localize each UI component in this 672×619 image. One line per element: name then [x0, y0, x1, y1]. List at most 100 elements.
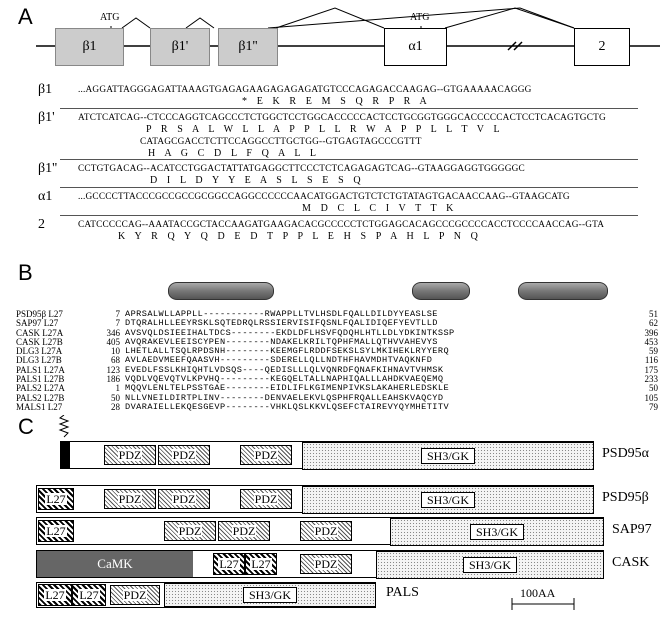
divider: [60, 187, 638, 188]
pdz-domain: PDZ: [300, 521, 352, 541]
l27-domain: L27: [245, 553, 277, 575]
alignment-row-sequence: DVARAIELLEKQESGEVP--------VHKLQSLKKVLQSE…: [125, 401, 450, 412]
pdz-domain: PDZ: [158, 489, 210, 509]
exon-b1: β1: [55, 28, 124, 66]
alignment-row-end: 175: [644, 364, 659, 375]
alignment-row-start: 7: [115, 309, 121, 319]
seq-aa-b1: * E K R E M S Q R P R A: [242, 96, 431, 107]
alignment-row-name: DLG3 L27B: [16, 355, 62, 366]
alignment-row-end: 233: [644, 374, 659, 385]
alignment-row-end: 79: [649, 401, 658, 412]
divider: [60, 215, 638, 216]
alignment-row-start: 123: [106, 364, 121, 375]
alignment-row-end: 51: [649, 309, 658, 319]
alignment-row-name: MALS1 L27: [16, 401, 63, 412]
alignment-row-start: 1: [115, 383, 121, 394]
palmitoylation-zigzag-icon: [58, 415, 70, 438]
pdz-domain: PDZ: [218, 521, 270, 541]
alignment-row-start: 28: [111, 401, 120, 412]
seq-nt-b1p-1: ATCTCATCAG--CTCCCAGGTCAGCCCTCTGGCTCCTGGC…: [78, 113, 606, 123]
panel-label-b: B: [18, 260, 33, 285]
alignment-row-name: DLG3 L27A: [16, 346, 63, 357]
seq-nt-a1: ...GCCCCTTACCCGCCGCCGCGGCCAGGCCCCCCAACAT…: [78, 192, 570, 202]
protein-name-pals: PALS: [386, 585, 419, 600]
l27-domain: L27: [38, 584, 72, 606]
alignment-row-start: 186: [106, 374, 121, 385]
panel-label-a: A: [18, 4, 33, 29]
atg-label-2: ATG: [410, 12, 430, 23]
seq-aa-b1p-1: P R S A L W L L A P P L L R W A P P L L …: [146, 124, 504, 135]
pdz-domain: PDZ: [158, 445, 210, 465]
camk-domain: CaMK: [37, 551, 193, 577]
alignment-row-start: 405: [106, 336, 121, 347]
scale-bar: [511, 598, 575, 610]
scale-bar-label: 100AA: [518, 586, 558, 601]
seq-aa-e2: K Y R Q Y Q D E D T P P L E H S P A H L …: [118, 231, 482, 242]
seq-nt-b1pp: CCTGTGACAG--ACATCCTGGACTATTATGAGGCTTCCCT…: [78, 164, 525, 174]
l27-domain: L27: [213, 553, 245, 575]
alignment-row-sequence: APRSALWLLAPPLL-----------RWAPPLLTVLHSDLF…: [125, 309, 438, 319]
pdz-domain: PDZ: [240, 489, 292, 509]
sh3-gk-domain: SH3/GK: [302, 486, 594, 514]
alignment-row-start: 68: [111, 355, 120, 366]
seq-label-b1pp: β1'': [38, 161, 58, 176]
sh3-gk-domain: SH3/GK: [164, 583, 376, 607]
seq-aa-b1pp: D I L D Y Y E A S L S E S Q: [150, 175, 365, 186]
alignment-row-name: PALS2 L27B: [16, 392, 65, 403]
pdz-domain: PDZ: [104, 489, 156, 509]
pdz-domain: PDZ: [240, 445, 292, 465]
alignment-row-sequence: MQQVLENLTELPSSTGAE--------EIDLIFLKGIMENP…: [125, 383, 450, 394]
alignment-row-sequence: DTQRALHLLEEYRSKLSQTEDRQLRSSIERVISIFQSNLF…: [125, 318, 438, 329]
alignment-row-end: 59: [649, 346, 658, 357]
seq-aa-a1: M D C L C I V T T K: [302, 203, 457, 214]
sh3-gk-domain: SH3/GK: [390, 518, 604, 546]
alignment-row-name: CASK L27A: [16, 327, 64, 338]
seq-label-a1: α1: [38, 189, 53, 204]
seq-nt-b1: ...AGGATTAGGGAGATTAAAGTGAGAGAAGAGAGAGATG…: [78, 85, 532, 95]
alignment-row-name: PSD95β L27: [16, 309, 63, 319]
seq-nt-b1p-2: CATAGCGACCTCTTCCAGGCCTTGCTGG--GTGAGTAGCC…: [140, 137, 422, 147]
alignment-row-end: 116: [644, 355, 658, 366]
pdz-domain: PDZ: [164, 521, 216, 541]
pdz-domain: PDZ: [300, 554, 352, 574]
seq-label-e2: 2: [38, 217, 45, 232]
alignment-row-sequence: EVEDLFSSLKHIQHTLVDSQS----QEDISLLLQLVQNRD…: [125, 364, 444, 375]
sh3-gk-domain: SH3/GK: [302, 442, 594, 470]
alignment-row-start: 50: [111, 392, 120, 403]
alignment-row-end: 62: [649, 318, 658, 329]
seq-nt-e2: CATCCCCCAG--AAATACCGCTACCAAGATGAAGACACGC…: [78, 220, 605, 230]
helix-3: [518, 282, 608, 300]
seq-label-b1: β1: [38, 82, 53, 97]
seq-label-b1p: β1': [38, 110, 55, 125]
helix-2: [412, 282, 470, 300]
atg-label-1: ATG: [100, 12, 120, 23]
alignment-row-name: CASK L27B: [16, 336, 63, 347]
panel-label-c: C: [18, 414, 34, 439]
alignment-row-name: PALS1 L27A: [16, 364, 65, 375]
protein-name-psd95b: PSD95β: [602, 490, 649, 505]
gene-structure-diagram: [36, 7, 660, 51]
alignment-row-end: 396: [644, 327, 659, 338]
alignment-row-name: PALS2 L27A: [16, 383, 65, 394]
alignment-row-end: 453: [644, 336, 659, 347]
alignment-row-sequence: AVQRAKEVLEEISCYPEN--------NDAKELKRILTQPH…: [125, 336, 438, 347]
alignment-row-sequence: NLLVNEILDIRTPLINV--------DENVAELEKVLQSPH…: [125, 392, 444, 403]
sh3-gk-domain: SH3/GK: [376, 551, 604, 579]
alignment-row-sequence: VQDLVQEVQTVLKPVHQ---------KEGQELTALLNAPH…: [125, 374, 444, 385]
protein-name-psd95a: PSD95α: [602, 446, 650, 461]
alignment-row-end: 50: [649, 383, 658, 394]
protein-name-sap97: SAP97: [612, 522, 652, 537]
seq-aa-b1p-2: H A G C D L F Q A L L: [148, 148, 320, 159]
alignment-row-sequence: AVSVQLDSIEEIHALTDCS--------EKDLDFLHSVFQD…: [125, 327, 455, 338]
alignment-row-start: 10: [111, 346, 120, 357]
helix-1: [168, 282, 274, 300]
exon-b1-double-prime: β1'': [218, 28, 278, 66]
alignment-row-sequence: AVLAEDVMEEFQAASVH---------SDERELLQLLNDTH…: [125, 355, 433, 366]
alignment-row-start: 7: [115, 318, 121, 329]
alignment-row-end: 105: [644, 392, 659, 403]
l27-domain: L27: [38, 520, 74, 542]
alignment-sequences: APRSALWLLAPPLL-----------RWAPPLLTVLHSDLF…: [125, 309, 455, 412]
n-terminal-block: [60, 441, 70, 469]
